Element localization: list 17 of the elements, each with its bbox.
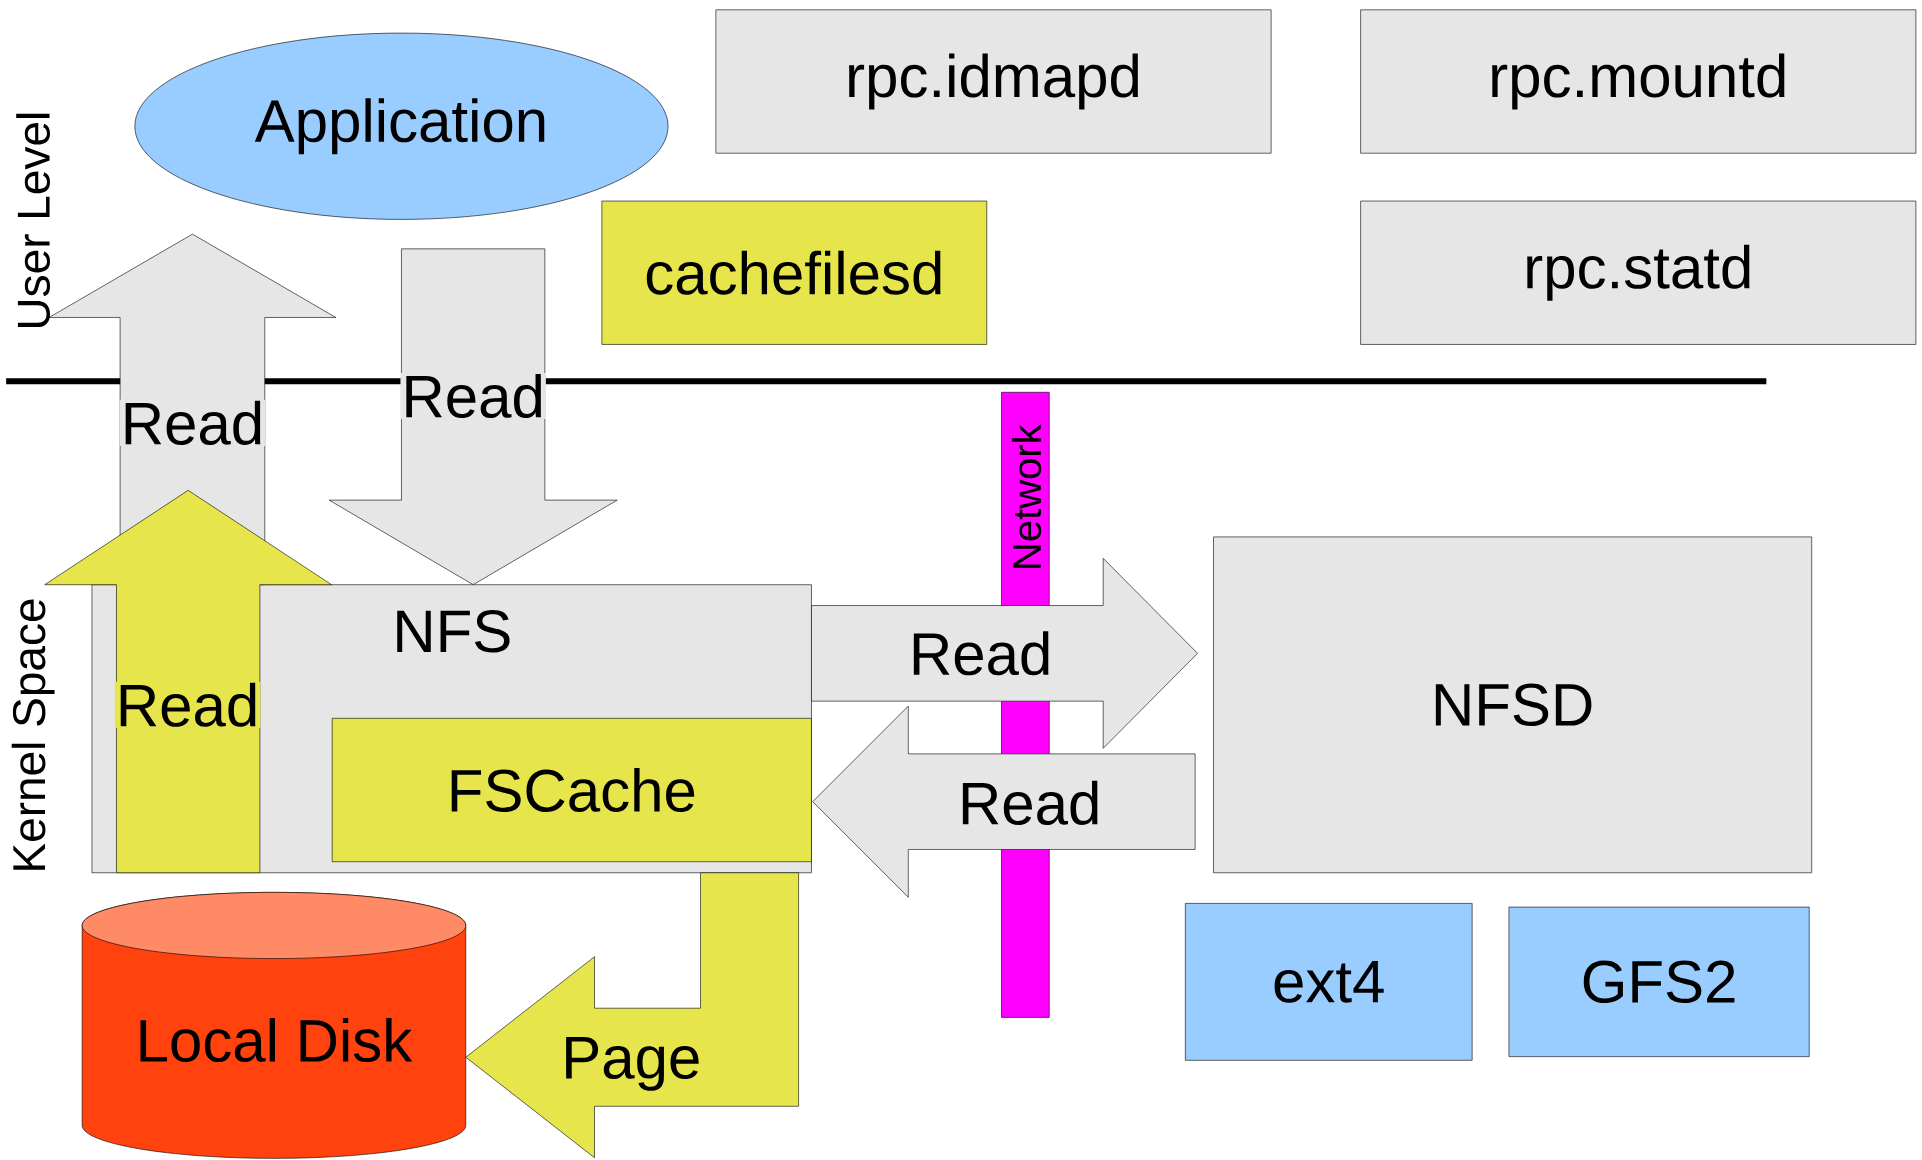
filesystem-box: GFS2: [1508, 906, 1810, 1057]
fscache-box: FSCache: [331, 718, 812, 863]
level-label: Kernel Space: [11, 599, 55, 870]
daemon-box: rpc.idmapd: [715, 9, 1272, 154]
nfsd-box: NFSD: [1213, 536, 1812, 874]
filesystem-box: ext4: [1185, 903, 1473, 1061]
block-arrow: [44, 490, 332, 874]
disk-cylinder: Local Disk: [81, 892, 467, 1159]
block-arrow: [328, 248, 618, 585]
daemon-box: cachefilesd: [601, 200, 988, 345]
daemon-box: rpc.statd: [1360, 200, 1917, 345]
edge-label: Page: [560, 1036, 703, 1092]
daemon-box: rpc.mountd: [1360, 9, 1917, 154]
edge-label: Read: [119, 399, 266, 446]
edge-label: Read: [400, 372, 546, 419]
level-label: User Level: [16, 113, 50, 328]
edge-label: Read: [114, 681, 261, 728]
